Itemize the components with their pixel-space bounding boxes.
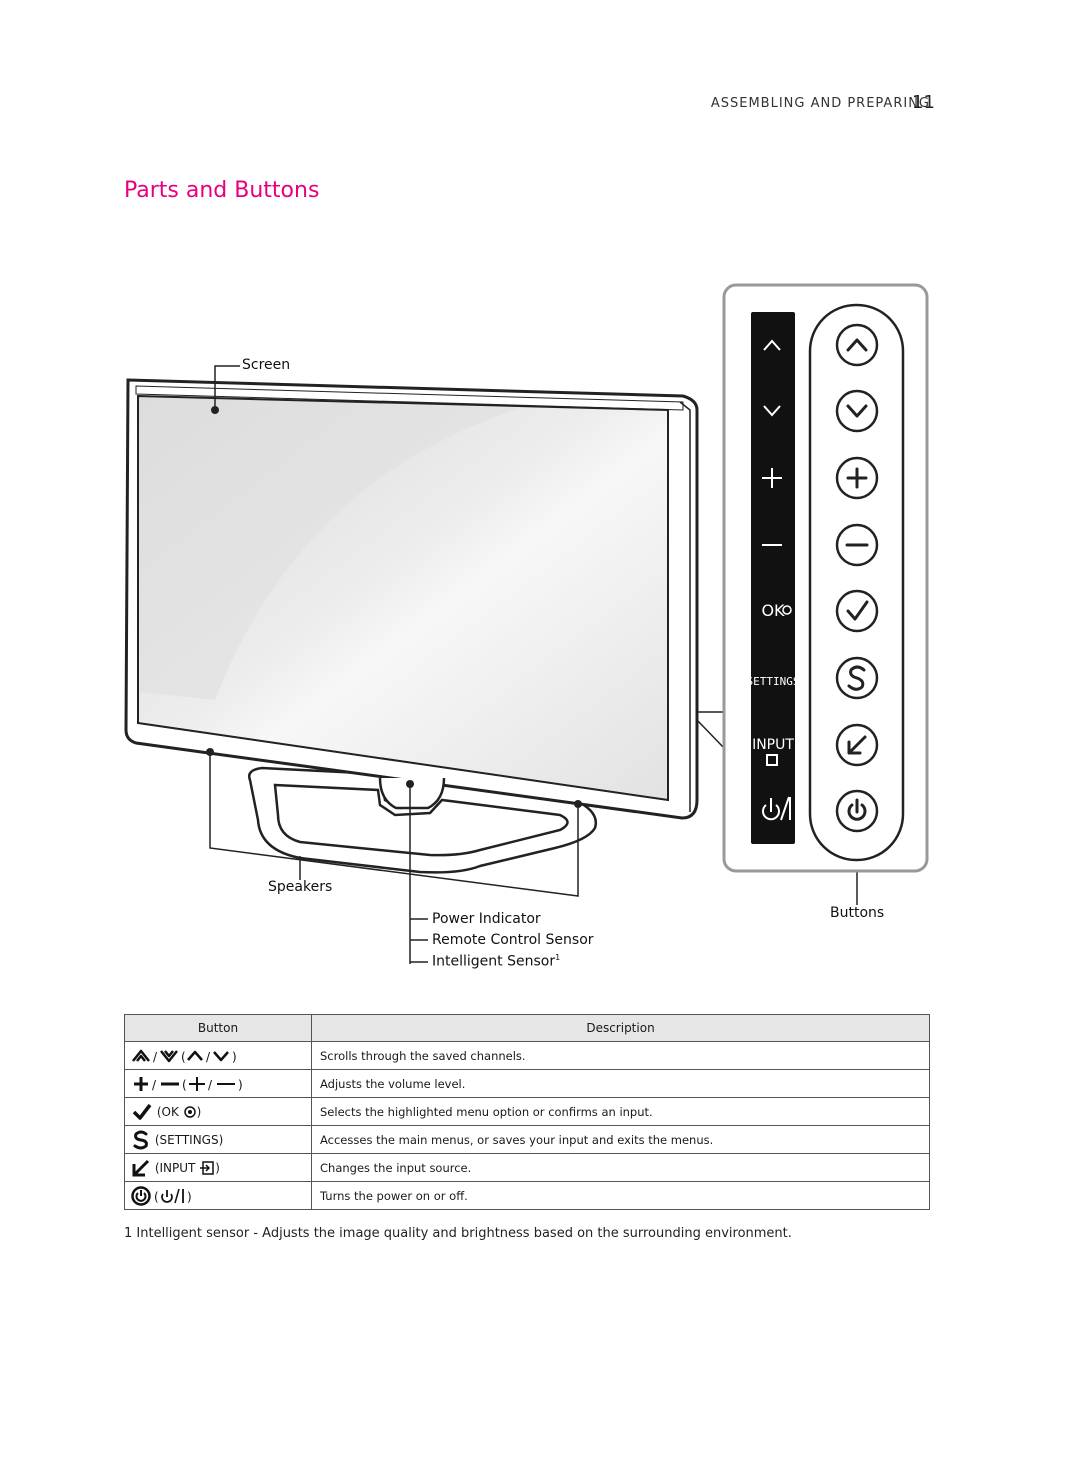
ok-circle-icon [183,1105,196,1118]
svg-text:/: / [208,1078,213,1092]
footnote: 1 Intelligent sensor - Adjusts the image… [124,1226,792,1241]
table-row: ( ) Turns the power on or off. [124,1181,930,1210]
table-row: / ( / ) Scrolls through the saved channe… [124,1041,930,1070]
svg-text:/: / [206,1050,211,1064]
power-icon: ( ) [131,1185,192,1206]
label-intelligent-sensor: Intelligent Sensor1 [432,953,561,970]
panel-settings-label: SETTINGS [747,675,800,688]
ok-button-cell: (OK ) [124,1097,312,1126]
tv-diagram: OK SETTINGS INPUT [124,283,929,964]
svg-text:(: ( [154,1190,159,1204]
label-power-indicator: Power Indicator [432,911,541,927]
footnote-marker: 1 [555,953,561,962]
page-number: 11 [912,92,935,113]
table-row: (OK ) Selects the highlighted menu optio… [124,1097,930,1126]
settings-s-icon [133,1130,148,1149]
input-arrow-icon [132,1159,150,1176]
label-remote-sensor: Remote Control Sensor [432,932,594,948]
power-button-cell: ( ) [124,1181,312,1210]
tv-body [124,378,699,820]
check-icon [132,1103,152,1120]
buttons-panel: OK SETTINGS INPUT [722,283,929,873]
table-cell-description: Selects the highlighted menu option or c… [311,1097,930,1126]
table-row: (SETTINGS) Accesses the main menus, or s… [124,1125,930,1154]
settings-label: SETTINGS [159,1132,219,1147]
panel-input-label: INPUT [752,737,794,753]
svg-text:): ) [238,1078,243,1092]
input-source-icon [200,1160,214,1175]
table-header-description: Description [311,1014,930,1042]
table-cell-description: Scrolls through the saved channels. [311,1041,930,1070]
volume-plus-minus-icon: / ( / ) [134,1076,243,1092]
panel-ok-label: OK [761,601,785,620]
label-screen: Screen [242,357,291,373]
svg-text:/: / [153,1050,158,1064]
svg-text:): ) [187,1190,192,1204]
table-cell-description: Accesses the main menus, or saves your i… [311,1125,930,1154]
svg-text:/: / [152,1078,157,1092]
table-cell-description: Turns the power on or off. [311,1181,930,1210]
table-cell-description: Changes the input source. [311,1153,930,1182]
svg-text:(: ( [182,1078,187,1092]
table-header-button: Button [124,1014,312,1042]
volume-buttons-cell: / ( / ) [124,1069,312,1098]
table-cell-description: Adjusts the volume level. [311,1069,930,1098]
table-row: (INPUT ) Changes the input source. [124,1153,930,1182]
buttons-table: Button Description / ( / ) [124,1014,930,1210]
page-title: Parts and Buttons [124,178,320,203]
channel-up-down-icon: / ( / ) [132,1049,237,1064]
label-buttons: Buttons [830,905,885,921]
table-row: / ( / ) Adjusts the volume level. [124,1069,930,1098]
svg-text:): ) [232,1050,237,1064]
svg-text:(: ( [181,1050,186,1064]
ok-label: OK [161,1104,179,1119]
channel-buttons-cell: / ( / ) [124,1041,312,1070]
label-speakers: Speakers [268,879,333,895]
settings-button-cell: (SETTINGS) [124,1125,312,1154]
section-header: ASSEMBLING AND PREPARING [710,96,930,111]
input-button-cell: (INPUT ) [124,1153,312,1182]
input-label: INPUT [159,1160,196,1175]
